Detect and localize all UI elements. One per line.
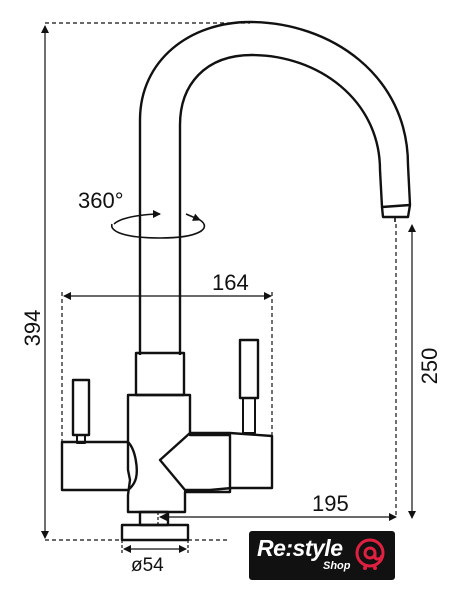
right-lever [238, 338, 260, 400]
handle-span-label: 164 [212, 270, 249, 295]
total-height-label: 394 [20, 310, 45, 347]
at-cart-icon [355, 538, 385, 570]
dimension-lines [41, 22, 416, 555]
base-diameter-label: ø54 [131, 555, 164, 576]
base-plate [120, 523, 190, 542]
left-lever [71, 378, 91, 437]
right-handle-housing [158, 431, 274, 492]
rotation-symbol [111, 210, 206, 239]
faucet-body [126, 393, 232, 514]
left-handle-housing [60, 440, 138, 492]
restyle-shop-logo: Re:style Shop [249, 531, 395, 580]
rotation-label: 360° [78, 188, 124, 213]
logo-sub-text: Shop [323, 560, 351, 572]
reach-label: 195 [312, 491, 349, 516]
logo-main-text: Re:style [257, 535, 343, 561]
spout-collar [134, 351, 186, 397]
faucet-outline [60, 20, 412, 542]
spout [138, 20, 412, 355]
spout-height-label: 250 [417, 348, 442, 385]
